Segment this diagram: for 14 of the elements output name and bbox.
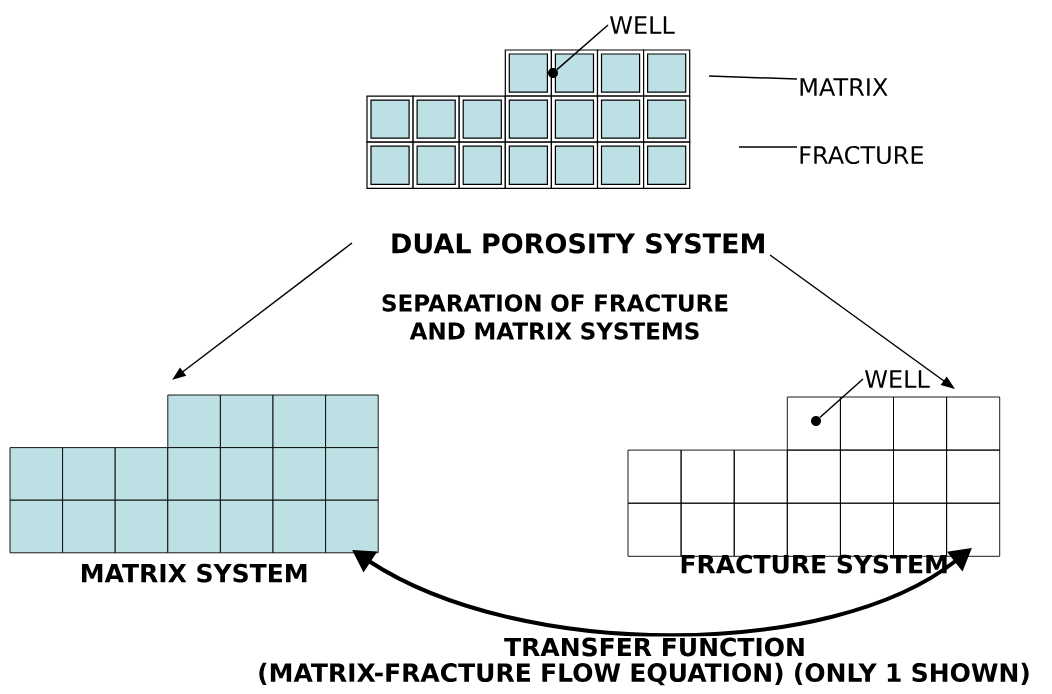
leader-line (556, 24, 609, 71)
callout-label: FRACTURE (800, 145, 923, 165)
edge-label: TRANSFER FUNCTION (503, 636, 807, 658)
callout-label: WELL (865, 370, 930, 388)
callout-label: WELL (610, 16, 675, 34)
annotation-text: SEPARATION OF FRACTURE AND MATRIX SYSTEMS (382, 294, 728, 340)
leader-line (819, 378, 864, 419)
grid-caption: MATRIX SYSTEM (82, 563, 307, 583)
callout-label: MATRIX (800, 78, 888, 96)
leader-line (708, 75, 798, 80)
grid-caption: FRACTURE SYSTEM (681, 554, 947, 574)
leader-line (738, 146, 798, 148)
annotation-text: (MATRIX-FRACTURE FLOW EQUATION) (ONLY 1 SHOWN) (259, 662, 1029, 686)
grid-caption: DUAL POROSITY SYSTEM (392, 233, 764, 254)
